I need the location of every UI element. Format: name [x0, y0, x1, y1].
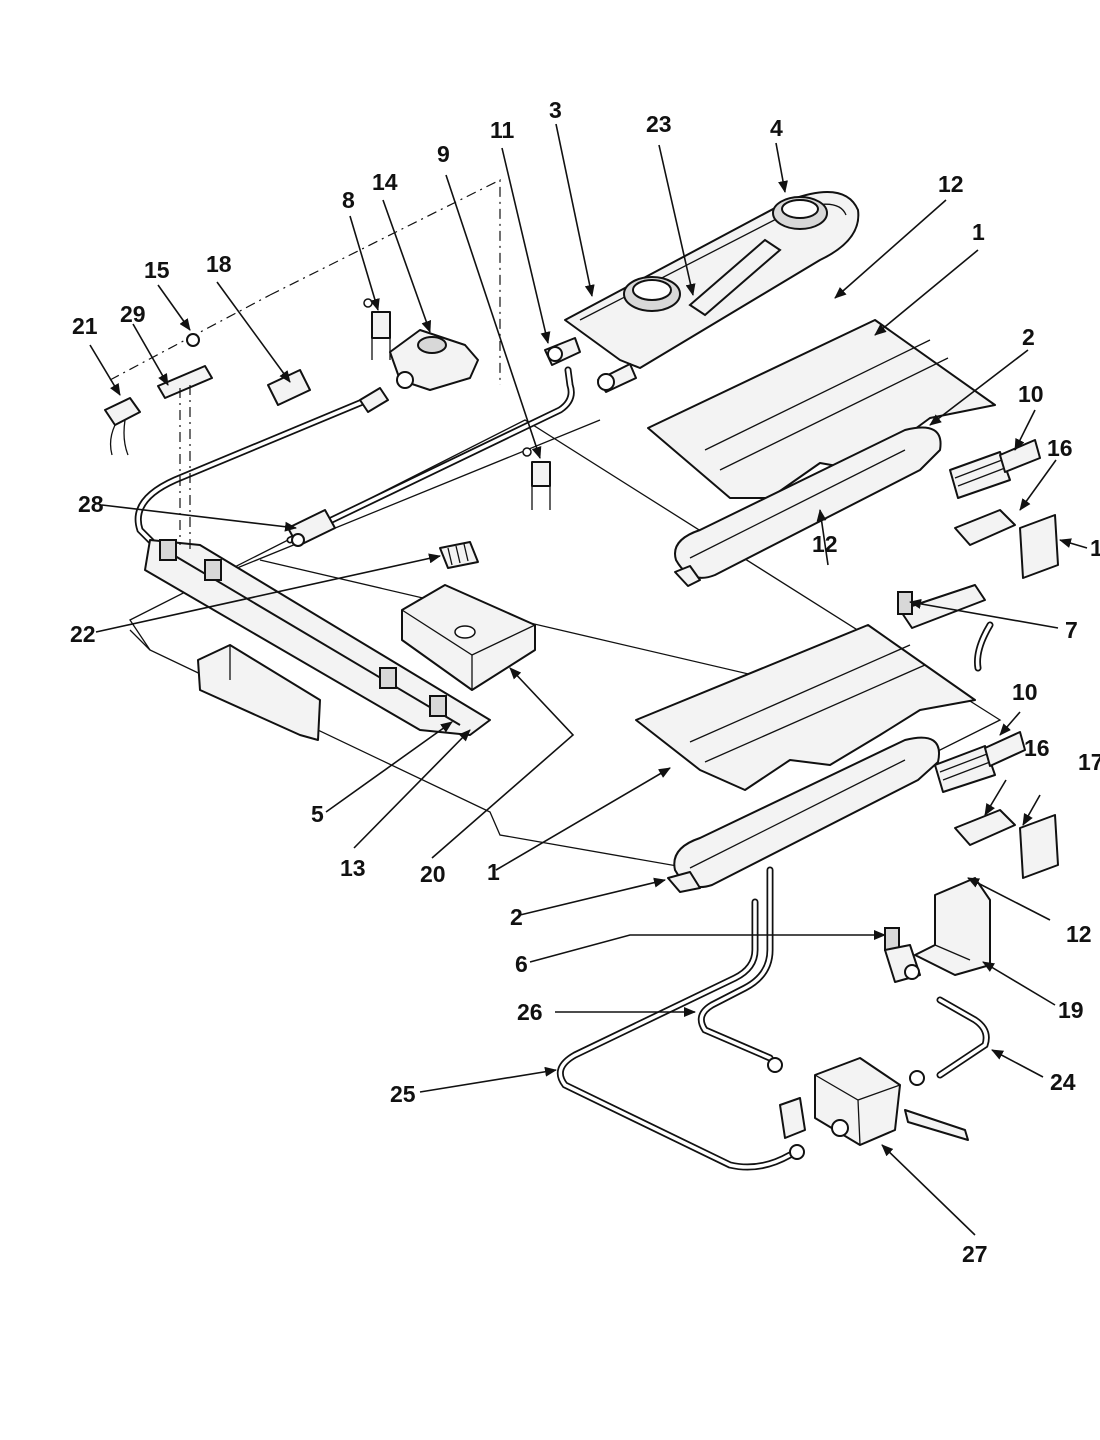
callout-16a: 16	[1047, 435, 1073, 461]
callout-10b: 10	[1012, 679, 1038, 705]
burner-shield-lower	[635, 624, 976, 791]
callout-5: 5	[311, 801, 324, 827]
callout-26: 26	[517, 999, 543, 1025]
callout-13: 13	[340, 855, 366, 881]
callout-1b: 1	[487, 859, 500, 885]
drip-box-20	[401, 584, 536, 691]
bracket-16-upper	[954, 509, 1016, 546]
callout-14: 14	[372, 169, 398, 195]
callout-1a: 1	[972, 219, 985, 245]
switch-10-lower	[934, 731, 1026, 793]
leader-lines	[89, 123, 1088, 1236]
bracket-16-lower	[954, 809, 1016, 846]
callout-29: 29	[120, 301, 146, 327]
callout-10a: 10	[1018, 381, 1044, 407]
callout-21: 21	[72, 313, 98, 339]
valve-6	[884, 927, 921, 983]
valve-21	[104, 333, 213, 550]
callout-17b: 17	[1078, 749, 1100, 775]
burner-assembly-rear	[544, 191, 860, 393]
burner-tube	[688, 238, 782, 317]
callout-28: 28	[78, 491, 104, 517]
callout-6: 6	[515, 951, 528, 977]
callout-15: 15	[144, 257, 170, 283]
callout-2a: 2	[1022, 324, 1035, 350]
callout-12b: 12	[812, 531, 838, 557]
bracket-18	[267, 369, 311, 406]
callout-2b: 2	[510, 904, 523, 930]
tube-26	[697, 866, 774, 1062]
callout-24: 24	[1050, 1069, 1076, 1095]
callout-8: 8	[342, 187, 355, 213]
spark-igniter-22	[439, 541, 479, 569]
callout-16b: 16	[1024, 735, 1050, 761]
callout-7: 7	[1065, 617, 1078, 643]
tube-24	[936, 996, 990, 1079]
front-shield	[197, 644, 321, 741]
callout-12a: 12	[938, 171, 964, 197]
callout-27: 27	[962, 1241, 988, 1267]
valve-7	[897, 584, 994, 672]
callout-17a: 1	[1090, 535, 1100, 561]
callout-labels: 1 1 2 2 3 4 5 6 7 8 9 10 10 11 12 12 12 …	[70, 97, 1100, 1267]
bracket-17-lower	[1019, 814, 1059, 879]
callout-12c: 12	[1066, 921, 1092, 947]
igniter-9	[522, 447, 551, 510]
manifold-tube	[134, 366, 575, 559]
bracket-19	[914, 877, 991, 976]
callout-20: 20	[420, 861, 446, 887]
callout-11: 11	[490, 117, 515, 143]
callout-18: 18	[206, 251, 232, 277]
burner-pan-upper	[674, 426, 942, 587]
callout-4: 4	[770, 115, 783, 141]
fitting-28	[287, 509, 336, 547]
callout-19: 19	[1058, 997, 1084, 1023]
switch-10-upper	[949, 439, 1041, 499]
valve-29	[157, 365, 213, 399]
callout-9: 9	[437, 141, 450, 167]
bracket-17-upper	[1019, 514, 1059, 579]
callout-22: 22	[70, 621, 96, 647]
callout-3: 3	[549, 97, 562, 123]
tube-25	[556, 898, 794, 1171]
igniter-8	[363, 298, 391, 360]
callout-25: 25	[390, 1081, 416, 1107]
callout-23: 23	[646, 111, 672, 137]
regulator-27	[767, 1057, 969, 1160]
regulator-14	[389, 329, 479, 391]
burner-pan-lower	[667, 736, 941, 893]
screw-15	[186, 333, 200, 347]
